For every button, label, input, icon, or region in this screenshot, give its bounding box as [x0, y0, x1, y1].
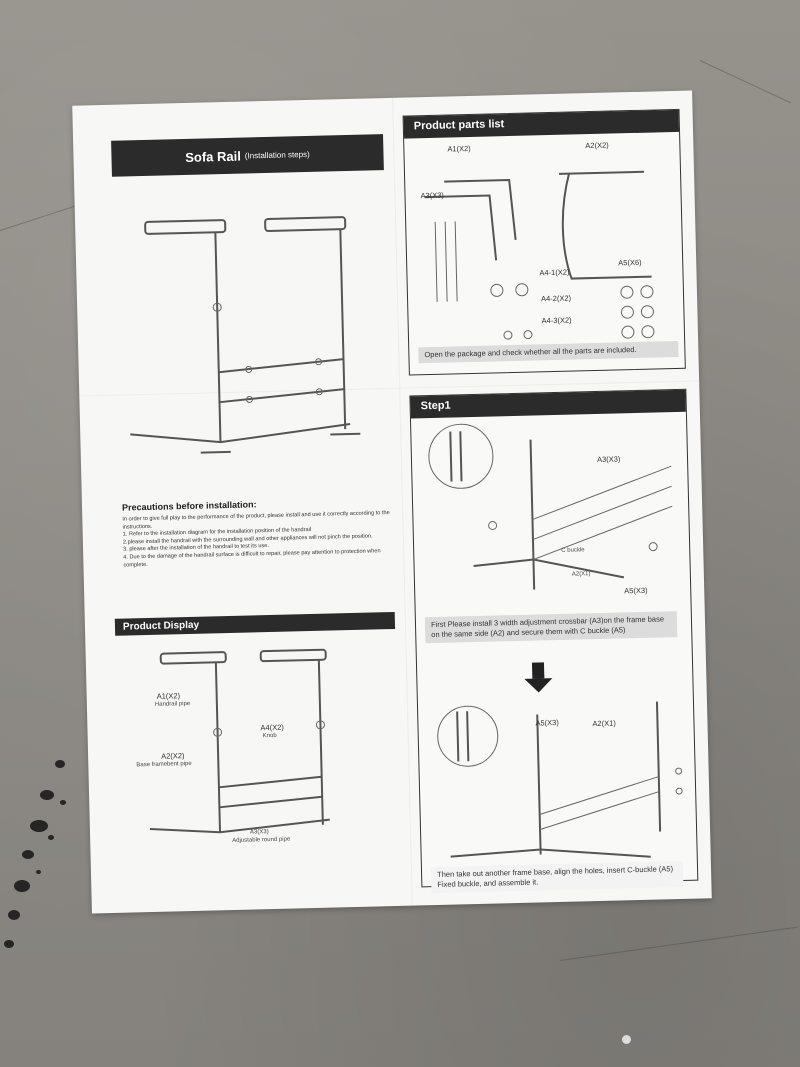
- parts-label-a3: A3(X3): [420, 190, 444, 201]
- parts-label-a4-2: A4-2(X2): [540, 293, 572, 304]
- step1-bottom-illustration: [437, 701, 683, 858]
- instruction-sheet: Sofa Rail (Installation steps) Precautio…: [72, 90, 712, 914]
- parts-label-a1: A1(X2): [447, 143, 471, 154]
- step1-note-2: Then take out another frame base, align …: [430, 861, 684, 894]
- parts-label-a4-3: A4-3(X2): [541, 315, 572, 326]
- parts-label-a4-1: A4-1(X2): [539, 267, 570, 278]
- manual-title-suffix: (Installation steps): [244, 149, 310, 160]
- step-arrow-down-icon: [531, 662, 545, 679]
- parts-list-heading: Product parts list: [403, 109, 680, 139]
- step1-top-illustration: [428, 423, 673, 590]
- product-display-heading: Product Display: [114, 611, 396, 636]
- precautions-text: In order to give full play to the perfor…: [122, 510, 398, 570]
- display-label-a1-desc: Handrail pipe: [154, 700, 191, 708]
- product-display-illustration: [149, 648, 330, 834]
- step1-label-a2: A2(X1): [571, 571, 591, 578]
- precautions-heading: Precautions before installation:: [121, 499, 257, 513]
- manual-title-bar: Sofa Rail (Installation steps): [111, 134, 384, 177]
- step1-heading: Step1: [410, 389, 686, 419]
- display-label-a3: A3(X3): [249, 829, 269, 836]
- display-label-a1: A1(X2): [156, 691, 181, 701]
- step1-label-c-buckle: C buckle: [561, 547, 585, 554]
- sofa-rail-illustration: [130, 216, 361, 454]
- display-label-a4-desc: Knob: [262, 732, 277, 740]
- display-label-a2: A2(X2): [161, 751, 185, 761]
- display-label-a4: A4(X2): [260, 722, 284, 733]
- step1-label-a2-b: A2(X1): [592, 718, 616, 729]
- parts-label-a2: A2(X2): [585, 140, 609, 151]
- manual-title: Sofa Rail: [185, 148, 242, 165]
- step-arrow-head: [524, 678, 553, 693]
- step1-label-a5: A5(X3): [624, 585, 648, 596]
- parts-illustration: [424, 170, 655, 340]
- parts-label-a5: A5(X6): [618, 257, 642, 268]
- step1-label-a5-b: A5(X3): [535, 717, 559, 728]
- step1-label-a3: A3(X3): [596, 454, 621, 464]
